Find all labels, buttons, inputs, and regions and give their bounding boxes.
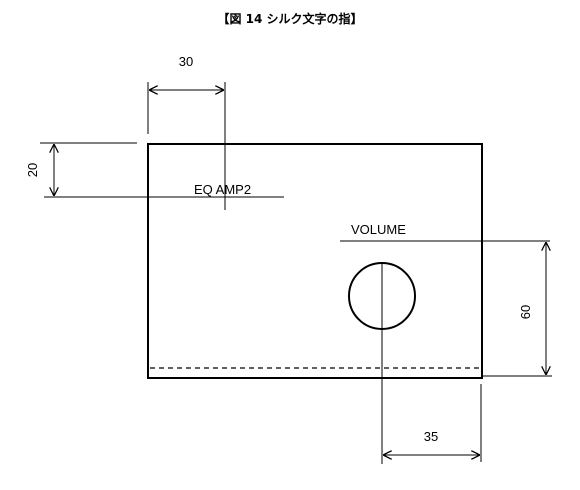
eq-amp-label: EQ AMP2 (194, 182, 251, 197)
right-dimension-value: 60 (518, 305, 533, 319)
left-dimension-value: 20 (25, 163, 40, 177)
figure-caption: 【図 14 シルク文字の指】 (217, 12, 363, 26)
bottom-dimension-value: 35 (424, 429, 438, 444)
top-dimension-value: 30 (179, 54, 193, 69)
board-outline (147, 143, 483, 379)
volume-label: VOLUME (351, 222, 406, 237)
